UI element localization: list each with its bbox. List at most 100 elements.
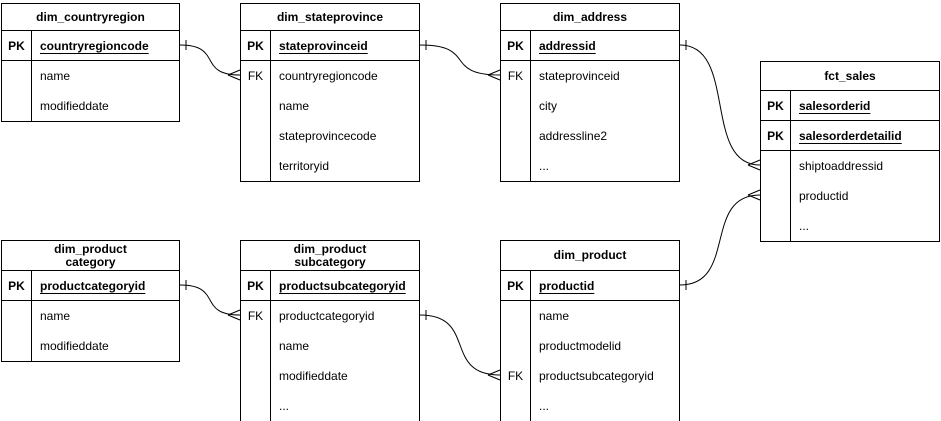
field-name-ellipsis: ... xyxy=(279,399,290,413)
key-badge-pk: PK xyxy=(761,121,791,150)
field-name-productsubcategoryid: productsubcategoryid xyxy=(539,369,654,383)
relationship-dim-address-to-fct-sales[interactable] xyxy=(679,40,761,171)
relationship-dim-stateprovince-to-dim-address[interactable] xyxy=(419,40,501,81)
entity-row-dim-address-addressline2[interactable]: addressline2 xyxy=(501,121,679,151)
entity-title-dim-product: dim_product xyxy=(501,241,679,271)
field-name-name: name xyxy=(539,309,570,323)
cardinality-many-crowfoot xyxy=(487,69,501,81)
entity-title-line: dim_product xyxy=(54,241,127,256)
relationship-line xyxy=(179,284,241,316)
entity-row-dim-product-subcategory-modifieddate[interactable]: modifieddate xyxy=(241,361,419,391)
field-name-productsubcategoryid: productsubcategoryid xyxy=(279,278,406,293)
relationship-line xyxy=(679,194,761,286)
field-name-salesorderid: salesorderid xyxy=(799,98,871,113)
entity-title-line: dim_stateprovince xyxy=(276,9,384,24)
entity-row-dim-countryregion-countryregioncode[interactable]: PK countryregioncode xyxy=(2,31,179,61)
field-name-addressid: addressid xyxy=(539,38,596,53)
entity-title-dim-address: dim_address xyxy=(501,4,679,31)
entity-row-fct-sales-ellipsis[interactable]: ... xyxy=(761,211,939,241)
cardinality-many-crowfoot xyxy=(227,69,241,81)
key-badge-pk: PK xyxy=(501,271,531,300)
field-name-productcategoryid: productcategoryid xyxy=(40,278,146,293)
entity-row-dim-stateprovince-territoryid[interactable]: territoryid xyxy=(241,151,419,181)
key-badge-empty xyxy=(241,391,271,421)
key-badge-empty xyxy=(501,151,531,181)
relationship-dim-countryregion-to-dim-stateprovince[interactable] xyxy=(179,40,241,81)
field-name-countryregioncode: countryregioncode xyxy=(40,38,149,53)
key-badge-empty xyxy=(501,91,531,121)
relationship-dim-product-to-fct-sales[interactable] xyxy=(679,189,761,290)
cardinality-many-crowfoot xyxy=(487,369,501,381)
field-name-shiptoaddressid: shiptoaddressid xyxy=(799,159,884,173)
entity-row-fct-sales-productid[interactable]: productid xyxy=(761,181,939,211)
entity-row-dim-product-ellipsis[interactable]: ... xyxy=(501,391,679,421)
entity-row-dim-product-productmodelid[interactable]: productmodelid xyxy=(501,331,679,361)
field-name-salesorderdetailid: salesorderdetailid xyxy=(799,128,902,143)
key-badge-empty xyxy=(2,91,32,121)
key-badge-empty xyxy=(2,61,32,91)
entity-row-dim-product-name[interactable]: name xyxy=(501,301,679,331)
field-name-stateprovincecode: stateprovincecode xyxy=(279,129,377,143)
relationship-dim-product-subcategory-to-dim-product[interactable] xyxy=(419,310,501,381)
key-badge-empty xyxy=(501,331,531,361)
entity-row-dim-address-city[interactable]: city xyxy=(501,91,679,121)
entity-row-fct-sales-salesorderdetailid[interactable]: PK salesorderdetailid xyxy=(761,121,939,151)
relationship-line xyxy=(179,44,241,76)
entity-title-fct-sales: fct_sales xyxy=(761,62,939,91)
field-name-territoryid: territoryid xyxy=(279,159,330,173)
entity-title-line: category xyxy=(65,254,116,269)
entity-row-dim-countryregion-name[interactable]: name xyxy=(2,61,179,91)
key-badge-empty xyxy=(241,361,271,391)
key-badge-pk: PK xyxy=(2,31,32,60)
key-badge-empty xyxy=(2,301,32,331)
field-name-productid: productid xyxy=(539,278,595,293)
entity-title-line: subcategory xyxy=(294,254,366,269)
entity-row-dim-product-category-name[interactable]: name xyxy=(2,301,179,331)
key-badge-empty xyxy=(241,331,271,361)
field-name-name: name xyxy=(279,99,310,113)
entity-row-dim-stateprovince-countryregioncode[interactable]: FK countryregioncode xyxy=(241,61,419,91)
entity-row-dim-stateprovince-name[interactable]: name xyxy=(241,91,419,121)
entity-title-dim-stateprovince: dim_stateprovince xyxy=(241,4,419,31)
field-name-name: name xyxy=(40,69,71,83)
entity-row-dim-stateprovince-stateprovincecode[interactable]: stateprovincecode xyxy=(241,121,419,151)
field-name-city: city xyxy=(539,99,557,113)
key-badge-fk: FK xyxy=(501,361,531,391)
entity-row-dim-product-productid[interactable]: PK productid xyxy=(501,271,679,301)
key-badge-fk: FK xyxy=(241,61,271,91)
relationship-line xyxy=(419,44,501,76)
entity-title-line: dim_product xyxy=(293,241,367,256)
entity-row-dim-countryregion-modifieddate[interactable]: modifieddate xyxy=(2,91,179,121)
cardinality-many-crowfoot xyxy=(227,309,241,321)
entity-row-dim-address-ellipsis[interactable]: ... xyxy=(501,151,679,181)
entity-row-dim-product-subcategory-ellipsis[interactable]: ... xyxy=(241,391,419,421)
entity-title-line: dim_countryregion xyxy=(36,9,145,24)
entity-title-line: fct_sales xyxy=(824,68,876,83)
cardinality-many-crowfoot xyxy=(747,159,761,171)
entity-row-fct-sales-shiptoaddressid[interactable]: shiptoaddressid xyxy=(761,151,939,181)
field-name-countryregioncode: countryregioncode xyxy=(279,69,378,83)
key-badge-empty xyxy=(761,211,791,241)
entity-row-dim-product-category-modifieddate[interactable]: modifieddate xyxy=(2,331,179,361)
entity-row-dim-product-subcategory-name[interactable]: name xyxy=(241,331,419,361)
entity-row-dim-product-productsubcategoryid[interactable]: FK productsubcategoryid xyxy=(501,361,679,391)
relationship-dim-product-category-to-dim-product-subcategory[interactable] xyxy=(179,280,241,321)
key-badge-empty xyxy=(761,181,791,211)
key-badge-empty xyxy=(501,121,531,151)
